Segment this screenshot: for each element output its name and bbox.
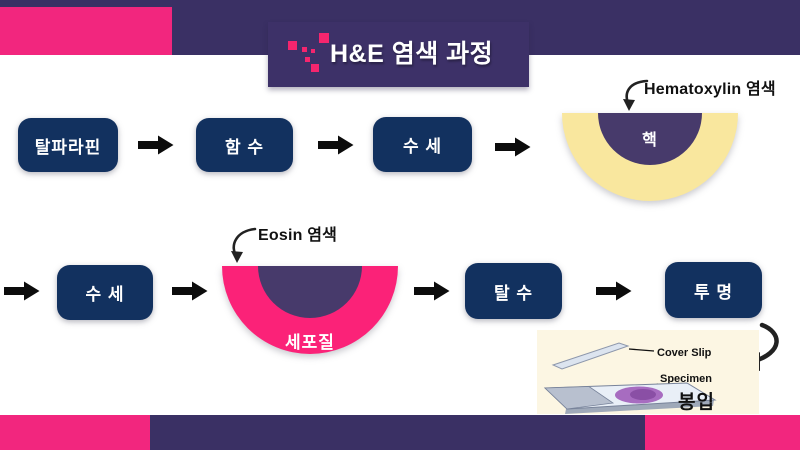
top-left-pink-block: [0, 7, 172, 55]
step-label: 탈파라핀: [34, 137, 102, 157]
bottom-right-pink-block: [645, 415, 800, 450]
step-box-hydration: 함 수: [196, 118, 293, 172]
step-label: 탈 수: [493, 283, 533, 303]
specimen-blob-core: [630, 389, 656, 400]
right-arrow-icon: [138, 135, 174, 155]
step-box-clearing: 투 명: [665, 262, 762, 318]
curved-down-arrow-icon: [224, 226, 258, 271]
stain-target-label: 세포질: [285, 333, 335, 352]
right-arrow-icon: [4, 281, 40, 301]
slide-frosted-end: [544, 386, 615, 410]
mounting-illustration: Cover Slip Specimen: [537, 330, 759, 414]
step-label: 수 세: [402, 137, 442, 156]
right-arrow-icon: [414, 281, 450, 301]
stain-target-label: 핵: [642, 132, 658, 149]
cover-slip-graphic: [551, 342, 630, 370]
cover-slip-label: Cover Slip: [657, 347, 712, 359]
right-arrow-icon: [318, 135, 354, 155]
step-box-wash-2: 수 세: [57, 265, 153, 320]
step-box-wash-1: 수 세: [373, 117, 472, 172]
step-box-dehydration: 탈 수: [465, 263, 562, 319]
cover-slip-leader-line: [628, 348, 655, 352]
page-title: H&E 염색 과정: [330, 40, 494, 68]
stain-eosin-nucleus: [258, 266, 362, 318]
right-arrow-icon: [172, 281, 208, 301]
stain-hematoxylin: 핵: [562, 113, 738, 201]
mounting-caption: 봉입: [678, 392, 715, 413]
step-label: 함 수: [224, 137, 264, 157]
curved-down-arrow-icon: [616, 78, 650, 119]
annotation-eosin: Eosin 염색: [258, 227, 338, 244]
specimen-label: Specimen: [660, 373, 712, 385]
title-banner: H&E 염색 과정: [268, 22, 529, 87]
bottom-band: [150, 415, 645, 450]
step-label: 투 명: [693, 282, 733, 302]
right-arrow-icon: [596, 281, 632, 301]
right-arrow-icon: [495, 137, 531, 157]
step-box-deparaffinization: 탈파라핀: [18, 118, 118, 172]
bottom-left-pink-block: [0, 415, 150, 450]
step-label: 수 세: [85, 285, 125, 304]
annotation-hematoxylin: Hematoxylin 염색: [644, 81, 776, 98]
slide-edge-graphic: [565, 400, 714, 414]
stain-eosin: 세포질: [222, 266, 398, 354]
